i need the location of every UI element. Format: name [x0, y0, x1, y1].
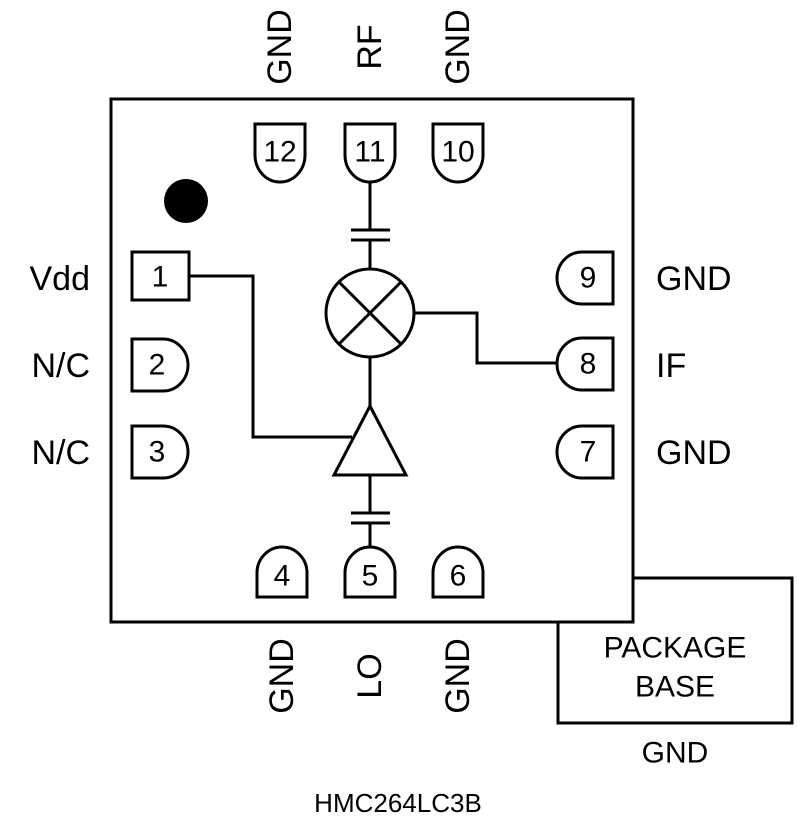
left-pins-group: 1 Vdd 2 N/C 3 N/C — [30, 250, 191, 480]
right-pins-group: 9 GND 8 IF 7 GND — [555, 250, 732, 480]
pin-4-number: 4 — [274, 560, 291, 593]
pin-8-label: IF — [656, 347, 686, 385]
pin-10[interactable]: 10 GND — [431, 9, 485, 184]
pin-9-number: 9 — [580, 262, 597, 295]
pin-12-number: 12 — [263, 136, 296, 169]
pin-2-label: N/C — [31, 347, 90, 385]
bottom-pins-group: 4 GND 5 LO 6 GND — [255, 545, 485, 714]
pin-2[interactable]: 2 N/C — [31, 337, 190, 393]
pin-8-number: 8 — [580, 348, 597, 381]
pin-11[interactable]: 11 RF — [343, 24, 397, 184]
pin-7-number: 7 — [580, 436, 597, 469]
package-base-gnd-label: GND — [642, 737, 709, 770]
part-number-label: HMC264LC3B — [314, 788, 482, 818]
pin-7-label: GND — [656, 434, 732, 472]
pin-9[interactable]: 9 GND — [555, 250, 732, 306]
internal-circuit-group — [189, 182, 556, 549]
vdd-bias-trace — [189, 274, 352, 439]
package-base-line2: BASE — [635, 671, 715, 704]
pin-5[interactable]: 5 LO — [343, 545, 397, 699]
pin-9-label: GND — [656, 260, 732, 298]
pin-10-label: GND — [439, 9, 477, 85]
pin-6-number: 6 — [450, 560, 467, 593]
pin-3[interactable]: 3 N/C — [31, 424, 190, 480]
pin-1-dot-icon — [164, 179, 208, 223]
pin-2-number: 2 — [149, 349, 166, 382]
pin-10-number: 10 — [441, 136, 474, 169]
pin-12[interactable]: 12 GND — [253, 9, 307, 184]
package-base-line1: PACKAGE — [604, 632, 747, 665]
pin-11-number: 11 — [354, 136, 385, 169]
pin-3-number: 3 — [149, 436, 166, 469]
pin-4-label: GND — [263, 638, 301, 714]
pin-8[interactable]: 8 IF — [555, 336, 686, 392]
pin-3-label: N/C — [31, 434, 90, 472]
pin-7[interactable]: 7 GND — [555, 424, 732, 480]
if-output-trace — [414, 311, 556, 365]
pin-6-label: GND — [439, 638, 477, 714]
pin-5-number: 5 — [362, 560, 379, 593]
pin-5-label: LO — [351, 653, 389, 698]
pin-1[interactable]: 1 Vdd — [30, 250, 191, 302]
package-base-group: PACKAGE BASE GND — [556, 576, 794, 770]
pin-11-label: RF — [351, 24, 389, 69]
pin-4[interactable]: 4 GND — [255, 545, 309, 714]
pin-12-label: GND — [261, 9, 299, 85]
top-pins-group: 12 GND 11 RF 10 GND — [253, 9, 485, 184]
pin-1-number: 1 — [152, 261, 169, 294]
pin-1-label: Vdd — [30, 260, 91, 298]
pin-6[interactable]: 6 GND — [431, 545, 485, 714]
